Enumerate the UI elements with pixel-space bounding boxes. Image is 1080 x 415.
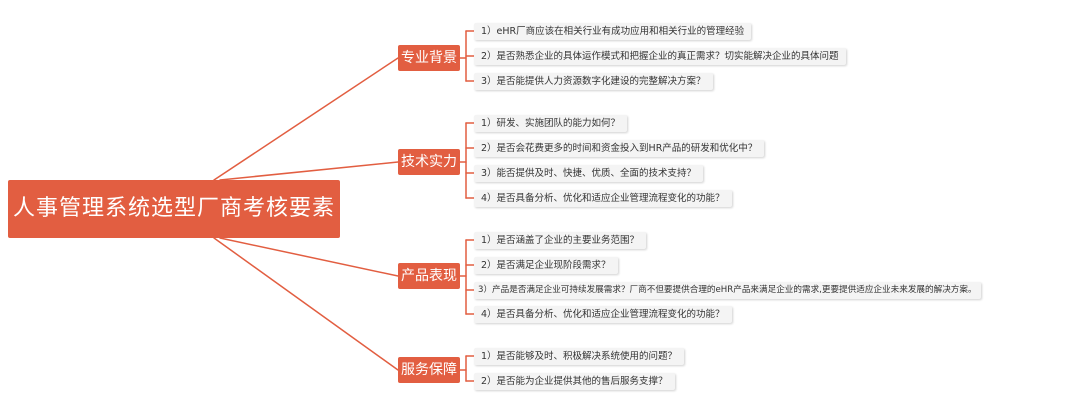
leaf-item: 1）研发、实施团队的能力如何？ — [474, 115, 628, 132]
leaf-item: 3）产品是否满足企业可持续发展需求？厂商不但要提供合理的eHR产品来满足企业的需… — [474, 282, 981, 299]
leaf-item: 3）是否能提供人力资源数字化建设的完整解决方案？ — [474, 73, 713, 90]
leaf-item: 1）是否能够及时、积极解决系统使用的问题？ — [474, 348, 685, 365]
leaf-item: 4）是否具备分析、优化和适应企业管理流程变化的功能？ — [474, 306, 732, 323]
leaf-item: 2）是否熟悉企业的具体运作模式和把握企业的真正需求？切实能解决企业的具体问题 — [474, 48, 846, 65]
leaf-item: 3）能否提供及时、快捷、优质、全面的技术支持？ — [474, 165, 704, 182]
leaf-item: 2）是否会花费更多的时间和资金投入到HR产品的研发和优化中？ — [474, 140, 765, 157]
root-topic: 人事管理系统选型厂商考核要素 — [8, 180, 340, 238]
leaf-item: 1）是否涵盖了企业的主要业务范围？ — [474, 232, 647, 249]
branch-topic-4: 服务保障 — [398, 357, 460, 383]
branch-topic-3: 产品表现 — [398, 263, 460, 289]
branch-topic-1: 专业背景 — [398, 45, 460, 71]
leaf-item: 2）是否能为企业提供其他的售后服务支撑？ — [474, 373, 675, 390]
leaf-item: 4）是否具备分析、优化和适应企业管理流程变化的功能？ — [474, 190, 732, 207]
leaf-item: 2）是否满足企业现阶段需求？ — [474, 257, 618, 274]
branch-topic-2: 技术实力 — [398, 149, 460, 175]
leaf-item: 1）eHR厂商应该在相关行业有成功应用和相关行业的管理经验 — [474, 23, 752, 40]
